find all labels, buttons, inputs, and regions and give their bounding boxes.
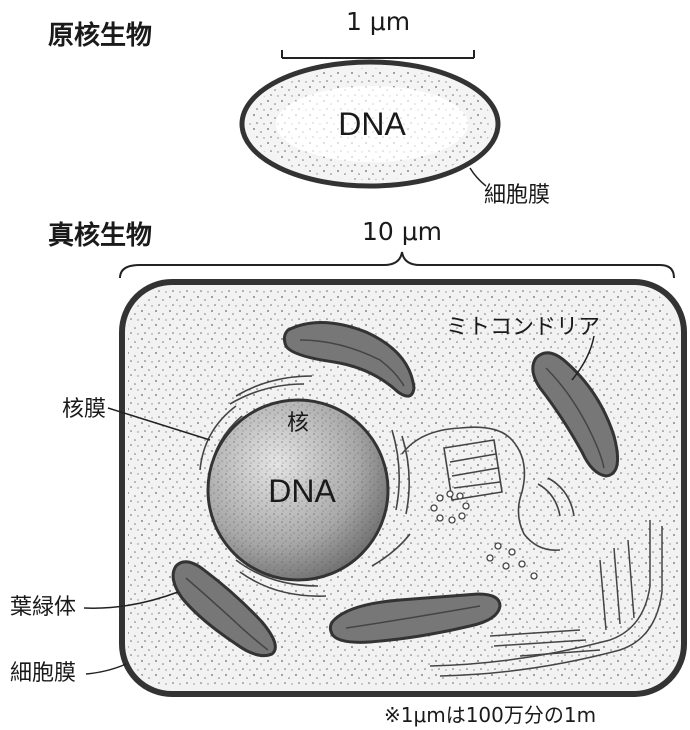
chloroplast-label: 葉緑体 [10, 595, 76, 620]
prokaryote-membrane-label: 細胞膜 [484, 183, 550, 208]
eukaryote-membrane-label: 細胞膜 [10, 661, 76, 686]
mitochondria-label: ミトコンドリア [446, 315, 600, 340]
eukaryote-scale-brace [120, 252, 674, 278]
eukaryote-dna-label: DNA [268, 473, 336, 509]
footnote: ※1μmは100万分の1m [384, 703, 596, 727]
eukaryote-heading: 真核生物 [48, 220, 152, 251]
prokaryote-heading: 原核生物 [48, 20, 152, 51]
nucleus-label: 核 [287, 411, 309, 436]
prokaryote-dna-label: DNA [338, 106, 406, 142]
eukaryote-membrane-leader [86, 664, 126, 674]
eukaryote-scale-label: 10 μm [362, 217, 442, 246]
nuclear-envelope-label: 核膜 [62, 397, 106, 422]
prokaryote-scale-bracket [282, 50, 474, 58]
prokaryote-scale-label: 1 μm [346, 7, 410, 36]
